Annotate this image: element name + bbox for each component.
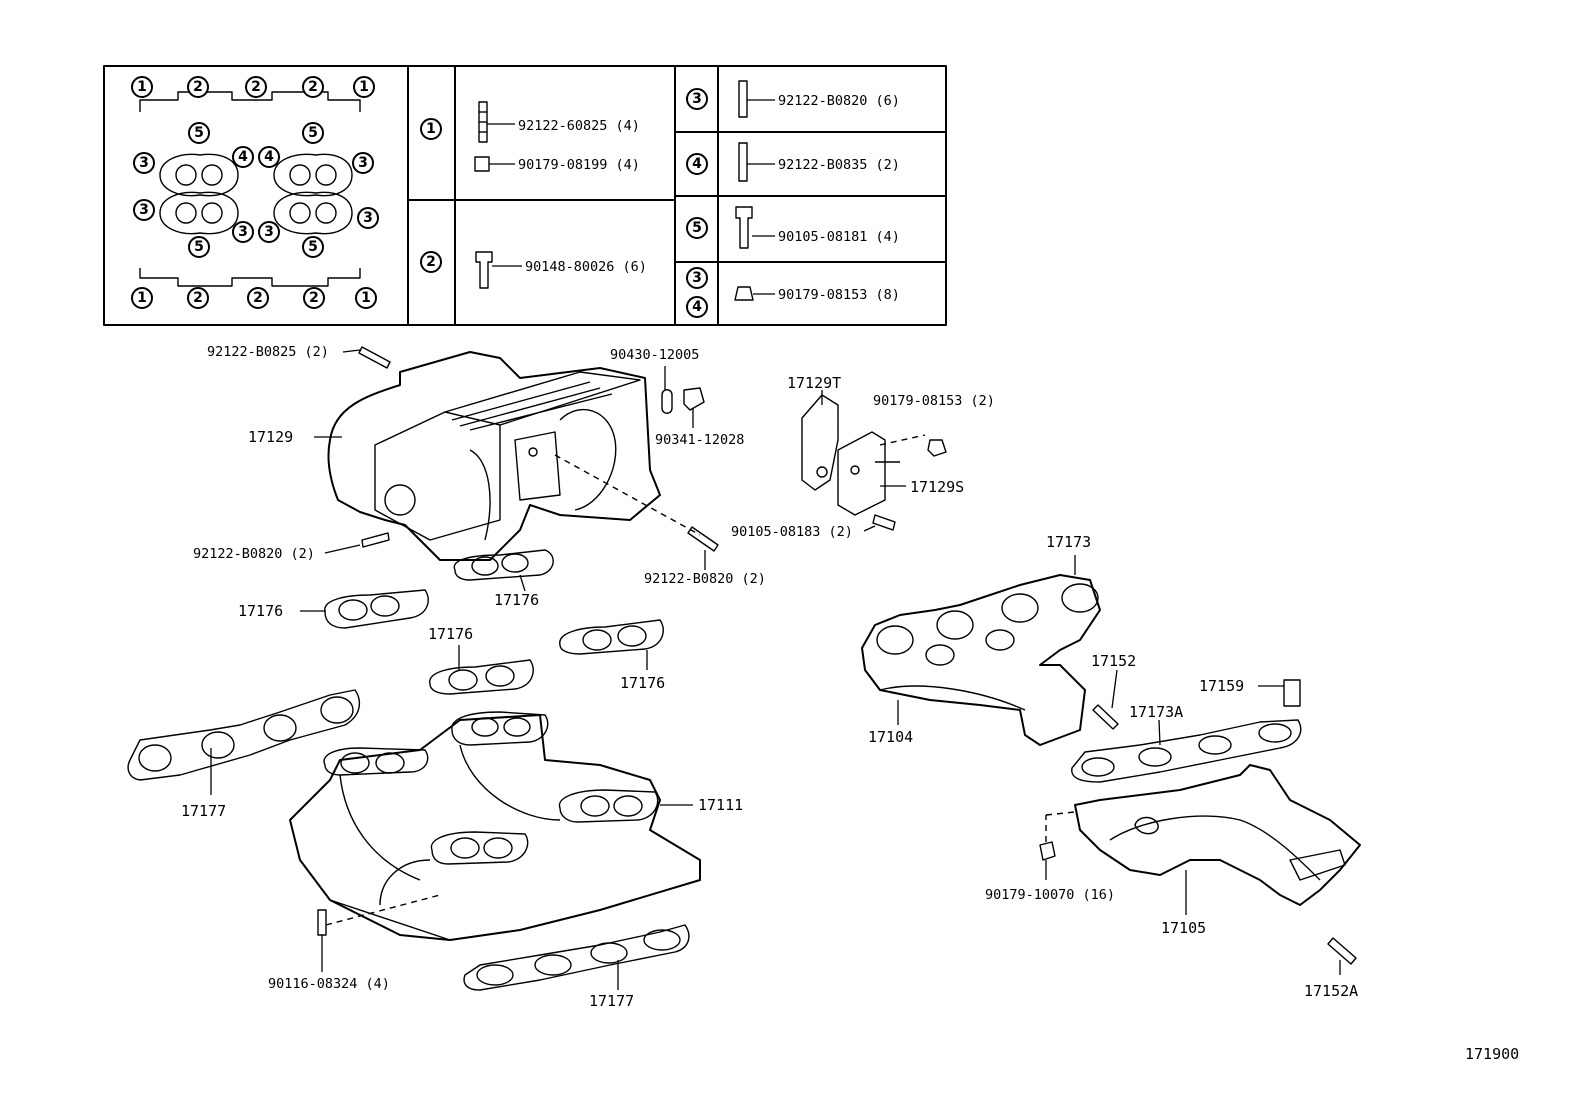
callout-label: 17152 — [1091, 652, 1137, 670]
layout-marker-3: 3 — [258, 221, 280, 243]
callout-label: 17177 — [181, 802, 227, 820]
callout-label: 92122-B0820 (2) — [644, 571, 766, 587]
legend-key-2: 2 — [420, 251, 442, 273]
layout-marker-4: 4 — [232, 146, 254, 168]
brackets-17129 — [801, 394, 926, 516]
layout-marker-1: 1 — [131, 76, 153, 98]
legend-layout-sketch — [139, 91, 361, 287]
layout-marker-3: 3 — [133, 152, 155, 174]
layout-marker-5: 5 — [302, 122, 324, 144]
layout-marker-3: 3 — [133, 199, 155, 221]
layout-marker-3: 3 — [357, 207, 379, 229]
long-gaskets-17177 — [127, 689, 690, 991]
callout-label: 17159 — [1199, 677, 1245, 695]
layout-marker-4: 4 — [258, 146, 280, 168]
layout-marker-1: 1 — [353, 76, 375, 98]
legend-key-3: 3 — [686, 88, 708, 110]
callout-label: 90430-12005 — [610, 347, 700, 363]
leader-lines — [210, 349, 1341, 990]
layout-marker-1: 1 — [131, 287, 153, 309]
legend-part: 92122-B0820 (6) — [778, 93, 900, 109]
intake-manifold-drawing — [289, 711, 701, 941]
callout-label: 90105-08183 (2) — [731, 524, 853, 540]
layout-marker-3: 3 — [352, 152, 374, 174]
exhaust-gasket-17173A — [1071, 719, 1302, 783]
legend-part: 90179-08153 (8) — [778, 287, 900, 303]
layout-marker-3: 3 — [232, 221, 254, 243]
callout-label: 92122-B0820 (2) — [193, 546, 315, 562]
legend-table-frame — [103, 65, 947, 326]
legend-fastener-glyphs — [474, 80, 775, 301]
legend-key-3b: 3 — [686, 267, 708, 289]
layout-marker-2: 2 — [187, 76, 209, 98]
callout-label: 92122-B0825 (2) — [207, 344, 329, 360]
callout-label: 17176 — [620, 674, 666, 692]
callout-label: 17176 — [428, 625, 474, 643]
callout-label: 17152A — [1304, 982, 1359, 1000]
layout-marker-5: 5 — [302, 236, 324, 258]
legend-part: 90105-08181 (4) — [778, 229, 900, 245]
intake-gaskets-17176 — [324, 549, 664, 695]
legend-part: 90148-80026 (6) — [525, 259, 647, 275]
legend-key-4: 4 — [686, 153, 708, 175]
callout-label: 17129T — [787, 374, 842, 392]
layout-marker-2: 2 — [302, 76, 324, 98]
callout-label: 17129 — [248, 428, 294, 446]
heat-insulator-17105 — [1074, 764, 1361, 906]
layout-marker-5: 5 — [188, 236, 210, 258]
callout-label: 17173A — [1129, 703, 1184, 721]
callout-label: 17129S — [910, 478, 965, 496]
legend-key-1: 1 — [420, 118, 442, 140]
layout-marker-5: 5 — [188, 122, 210, 144]
callout-label: 90341-12028 — [655, 432, 745, 448]
exhaust-manifold-17104 — [861, 574, 1101, 746]
layout-marker-2: 2 — [303, 287, 325, 309]
callout-label: 17105 — [1161, 919, 1207, 937]
legend-part: 92122-B0835 (2) — [778, 157, 900, 173]
legend-key-5: 5 — [686, 217, 708, 239]
callout-label: 17176 — [494, 591, 540, 609]
callout-label: 90179-08153 (2) — [873, 393, 995, 409]
callout-label: 90116-08324 (4) — [268, 976, 390, 992]
layout-marker-2: 2 — [245, 76, 267, 98]
intake-plenum-drawing — [327, 351, 661, 561]
legend-part: 92122-60825 (4) — [518, 118, 640, 134]
layout-marker-2: 2 — [247, 287, 269, 309]
callout-label: 90179-10070 (16) — [985, 887, 1116, 903]
legend-key-4b: 4 — [686, 296, 708, 318]
callout-label: 17173 — [1046, 533, 1092, 551]
callout-label: 17177 — [589, 992, 635, 1010]
legend-part: 90179-08199 (4) — [518, 157, 640, 173]
layout-marker-1: 1 — [355, 287, 377, 309]
loose-fasteners — [317, 346, 1357, 965]
callout-label: 17104 — [868, 728, 914, 746]
callout-label: 17176 — [238, 602, 284, 620]
layout-marker-2: 2 — [187, 287, 209, 309]
figure-number: 171900 — [1465, 1045, 1520, 1063]
callout-label: 17111 — [698, 796, 744, 814]
